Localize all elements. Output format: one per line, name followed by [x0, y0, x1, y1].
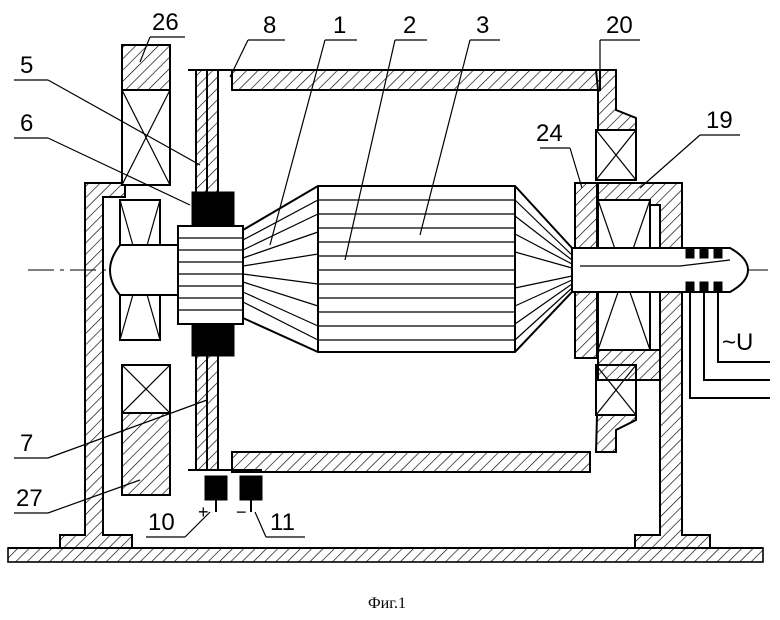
left-shaft	[110, 245, 178, 295]
winding-bottom	[192, 322, 234, 356]
label-10: 10	[148, 509, 175, 536]
label-3: 3	[476, 12, 489, 39]
label-26: 26	[152, 9, 179, 36]
winding-top	[192, 192, 234, 226]
label-19: 19	[706, 107, 733, 134]
rotor	[243, 186, 572, 352]
label-24: 24	[536, 120, 563, 147]
right-shaft	[572, 248, 748, 292]
right-support	[598, 183, 710, 548]
commutator	[178, 226, 243, 324]
supply-label: ~U	[722, 329, 753, 356]
label-27: 27	[16, 485, 43, 512]
label-20: 20	[606, 12, 633, 39]
plus-sign: +	[198, 502, 209, 522]
label-11: 11	[270, 509, 295, 536]
label-6: 6	[20, 110, 33, 137]
brush-minus	[240, 476, 262, 500]
figure-caption: Фиг.1	[368, 595, 406, 612]
minus-sign: −	[236, 502, 247, 522]
label-7: 7	[20, 430, 33, 457]
label-8: 8	[263, 12, 276, 39]
label-2: 2	[403, 12, 416, 39]
brush-plus	[205, 476, 227, 500]
label-1: 1	[333, 12, 346, 39]
ground-base	[8, 548, 763, 562]
label-5: 5	[20, 52, 33, 79]
